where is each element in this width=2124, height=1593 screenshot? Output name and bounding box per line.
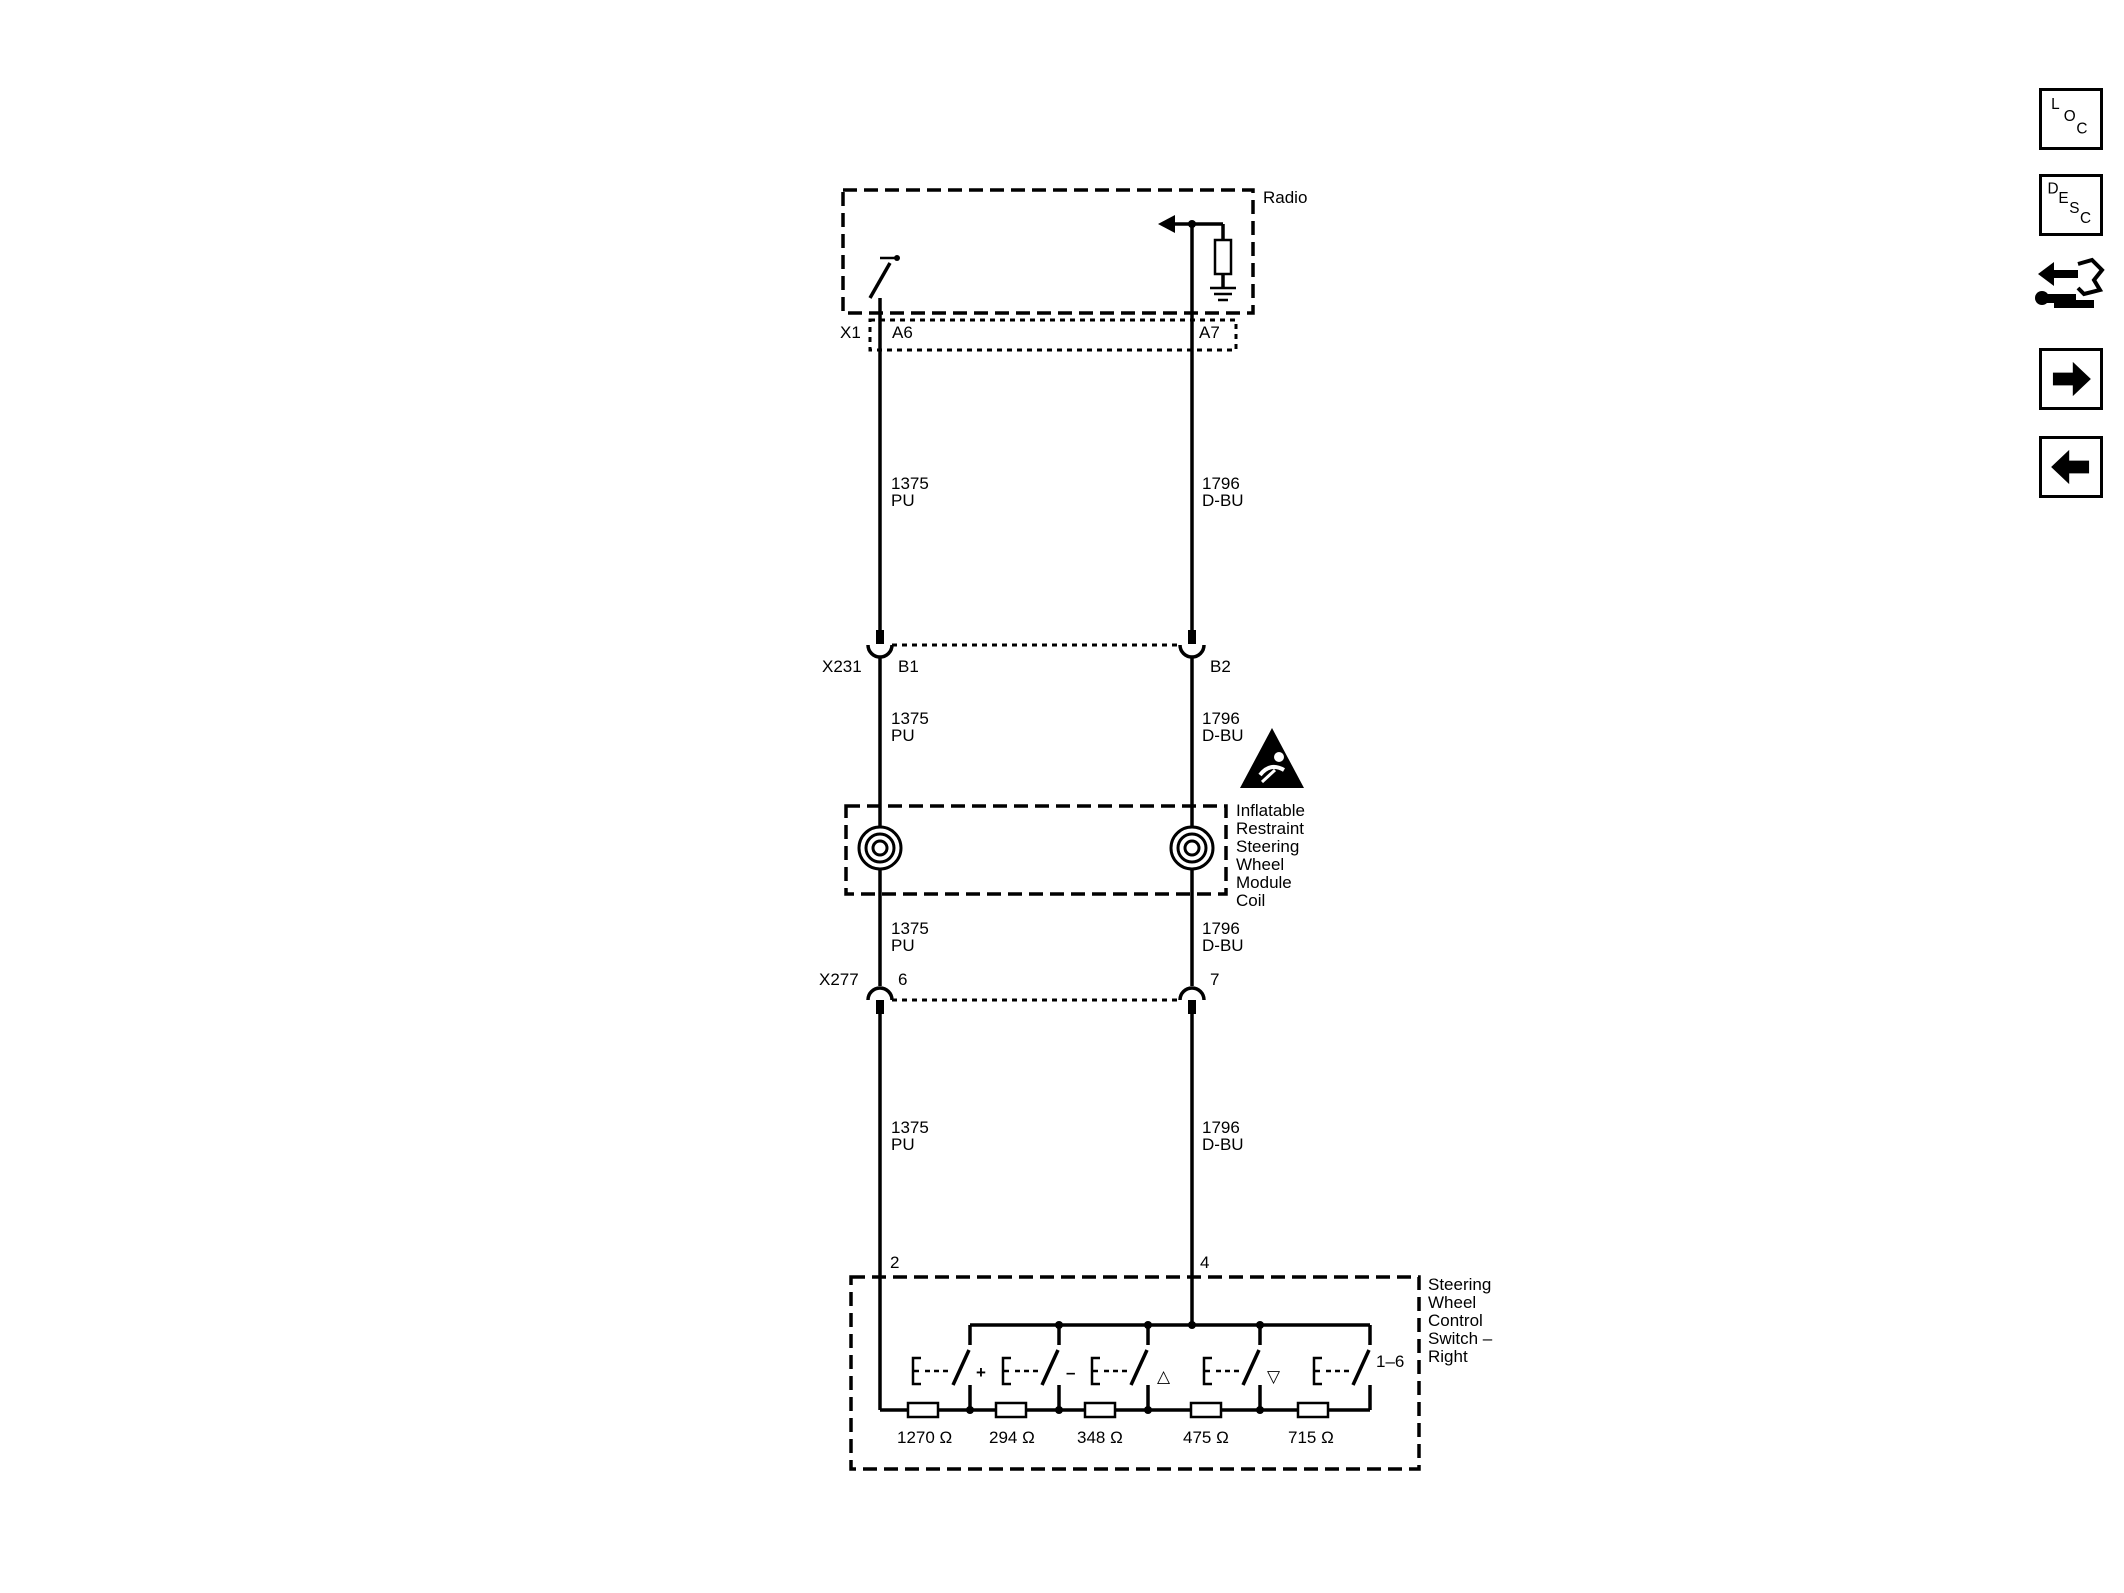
radio-module: Radio [841, 188, 1307, 322]
desc-letter-d: D [2048, 180, 2059, 197]
svg-text:Restraint: Restraint [1236, 819, 1304, 838]
svg-text:Switch –: Switch – [1428, 1329, 1493, 1348]
switch-actuators [911, 1356, 1351, 1386]
desc-letter-c: C [2080, 210, 2091, 227]
resistor-3 [1083, 1401, 1117, 1419]
wire-right-circuit: 1796 [1202, 1118, 1240, 1137]
switch-symbol-minus: – [1066, 1363, 1075, 1382]
wire-right-color: D-BU [1202, 726, 1244, 745]
wire-right-circuit: 1796 [1202, 919, 1240, 938]
switch-pin-right: 4 [1200, 1253, 1209, 1272]
resistor-4 [1189, 1401, 1223, 1419]
resistor-5 [1296, 1401, 1330, 1419]
arrow-right-icon [2052, 361, 2091, 397]
wire-left-circuit: 1375 [891, 919, 929, 938]
next-page-button[interactable] [2039, 348, 2103, 410]
resistor-1-value: 1270 Ω [897, 1428, 952, 1447]
wire-labels-seg1: 1375 PU 1796 D-BU [891, 474, 1244, 510]
connector-x277: X277 6 7 [819, 970, 1219, 1014]
loc-letter-l: L [2051, 96, 2060, 113]
switch-symbol-plus: + [976, 1363, 986, 1382]
resistor-4-value: 475 Ω [1183, 1428, 1229, 1447]
svg-text:Module: Module [1236, 873, 1292, 892]
loc-letter-c: C [2076, 120, 2087, 137]
wire-right-color: D-BU [1202, 491, 1244, 510]
desc-letter-s: S [2069, 200, 2079, 217]
coil-left [857, 825, 903, 871]
wire-right-circuit: 1796 [1202, 709, 1240, 728]
connector-x277-name: X277 [819, 970, 859, 989]
wire-right-color: D-BU [1202, 936, 1244, 955]
wire-left-color: PU [891, 936, 915, 955]
arrow-left-icon [2051, 449, 2090, 485]
wire-labels-seg4: 1375 PU 1796 D-BU [891, 1118, 1244, 1154]
wire-left-color: PU [891, 1135, 915, 1154]
resistors: 1270 Ω 294 Ω 348 Ω 475 Ω 715 Ω [897, 1401, 1334, 1447]
connector-view-button[interactable] [2034, 250, 2108, 320]
svg-text:Wheel: Wheel [1428, 1293, 1476, 1312]
coil-module: Inflatable Restraint Steering Wheel Modu… [844, 801, 1305, 910]
coil-right [1169, 825, 1215, 871]
svg-text:Coil: Coil [1236, 891, 1265, 910]
connector-x1-name: X1 [840, 323, 861, 342]
svg-text:Steering: Steering [1428, 1275, 1491, 1294]
svg-text:Inflatable: Inflatable [1236, 801, 1305, 820]
switch-symbol-up: △ [1157, 1367, 1171, 1386]
connector-x1-pin-left: A6 [892, 323, 913, 342]
desc-letter-e: E [2058, 190, 2068, 207]
connector-x231-pin-right: B2 [1210, 657, 1231, 676]
switch-label: Steering Wheel Control Switch – Right [1428, 1275, 1493, 1366]
radio-label: Radio [1263, 188, 1307, 207]
wire-right-circuit: 1796 [1202, 474, 1240, 493]
connector-wrench-icon [2035, 257, 2105, 308]
svg-text:Right: Right [1428, 1347, 1468, 1366]
switch-pin-left: 2 [890, 1253, 899, 1272]
resistor-2 [994, 1401, 1028, 1419]
wire-left-circuit: 1375 [891, 474, 929, 493]
airbag-warning-icon [1240, 728, 1304, 788]
resistor-5-value: 715 Ω [1288, 1428, 1334, 1447]
wire-left-color: PU [891, 726, 915, 745]
previous-page-button[interactable] [2039, 436, 2103, 498]
connector-x231-pin-left: B1 [898, 657, 919, 676]
svg-text:Control: Control [1428, 1311, 1483, 1330]
coil-label: Inflatable Restraint Steering Wheel Modu… [1236, 801, 1305, 910]
connector-x277-pin-left: 6 [898, 970, 907, 989]
svg-text:Steering: Steering [1236, 837, 1299, 856]
svg-text:Wheel: Wheel [1236, 855, 1284, 874]
connector-x231-name: X231 [822, 657, 862, 676]
resistor-3-value: 348 Ω [1077, 1428, 1123, 1447]
connector-x1: X1 A6 A7 [840, 318, 1238, 352]
wire-left-circuit: 1375 [891, 709, 929, 728]
resistor-1 [906, 1401, 940, 1419]
connector-x277-pin-right: 7 [1210, 970, 1219, 989]
switch-pins-multi: 1–6 [1376, 1352, 1404, 1371]
loc-button[interactable]: L O C [2039, 88, 2103, 150]
steering-wheel-control-switch: 2 4 Steering Wheel Control Switch – Righ… [849, 1253, 1493, 1471]
wire-left-color: PU [891, 491, 915, 510]
desc-button[interactable]: D E S C [2039, 174, 2103, 236]
connector-x1-pin-right: A7 [1199, 323, 1220, 342]
connector-x231: X231 B1 B2 [822, 630, 1231, 676]
wire-left-circuit: 1375 [891, 1118, 929, 1137]
resistor-2-value: 294 Ω [989, 1428, 1035, 1447]
wire-labels-seg2: 1375 PU 1796 D-BU [891, 709, 1244, 745]
switch-symbol-down: ▽ [1267, 1367, 1281, 1386]
loc-letter-o: O [2064, 108, 2076, 125]
wire-labels-seg3: 1375 PU 1796 D-BU [891, 919, 1244, 955]
wire-right-color: D-BU [1202, 1135, 1244, 1154]
